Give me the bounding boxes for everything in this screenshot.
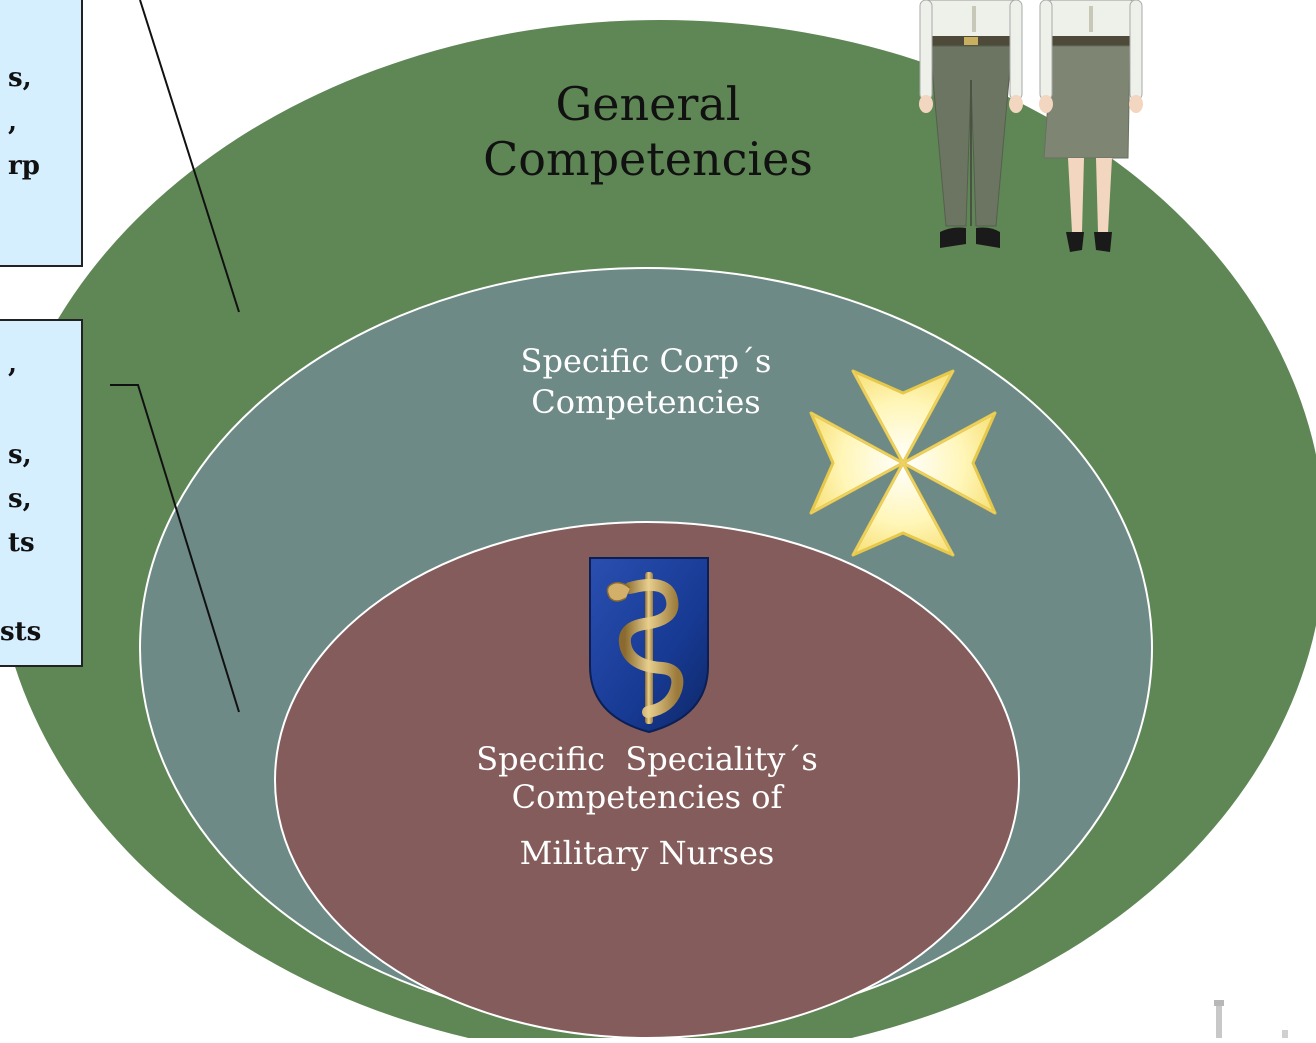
middle-title-line-1: Specific Corp´s	[521, 342, 772, 380]
callout-bottom: , s, s, ts sts	[0, 319, 83, 667]
middle-title-line-2: Competencies	[531, 383, 760, 421]
callout-bottom-line-1: ,	[8, 349, 17, 379]
outer-title-line-1: General	[556, 77, 741, 131]
callout-bottom-line-3: s,	[8, 484, 32, 514]
callout-top: s, , rp	[0, 0, 83, 267]
slide-marker-icon	[1214, 1000, 1288, 1038]
callout-top-line-1: s,	[8, 63, 32, 93]
callout-top-line-3: rp	[8, 151, 40, 181]
callout-bottom-line-4: ts	[8, 528, 35, 558]
military-uniform-figures-icon	[919, 0, 1143, 252]
male-soldier-figure	[919, 0, 1023, 248]
maltese-cross-icon	[809, 369, 997, 557]
callout-top-line-2: ,	[8, 107, 17, 137]
callout-bottom-line-2: s,	[8, 440, 32, 470]
callout-bottom-line-5: sts	[0, 617, 41, 647]
female-soldier-figure	[1039, 0, 1143, 252]
outer-title-line-2: Competencies	[483, 132, 813, 186]
connector-line-bottom	[110, 384, 240, 713]
inner-title-line-1: Specific Speciality´s	[476, 740, 818, 778]
connector-line-top	[139, 0, 240, 313]
nursing-emblem-shield-icon	[589, 557, 709, 734]
inner-title-line-2: Competencies of	[512, 778, 785, 816]
inner-title-line-3: Military Nurses	[520, 834, 775, 872]
